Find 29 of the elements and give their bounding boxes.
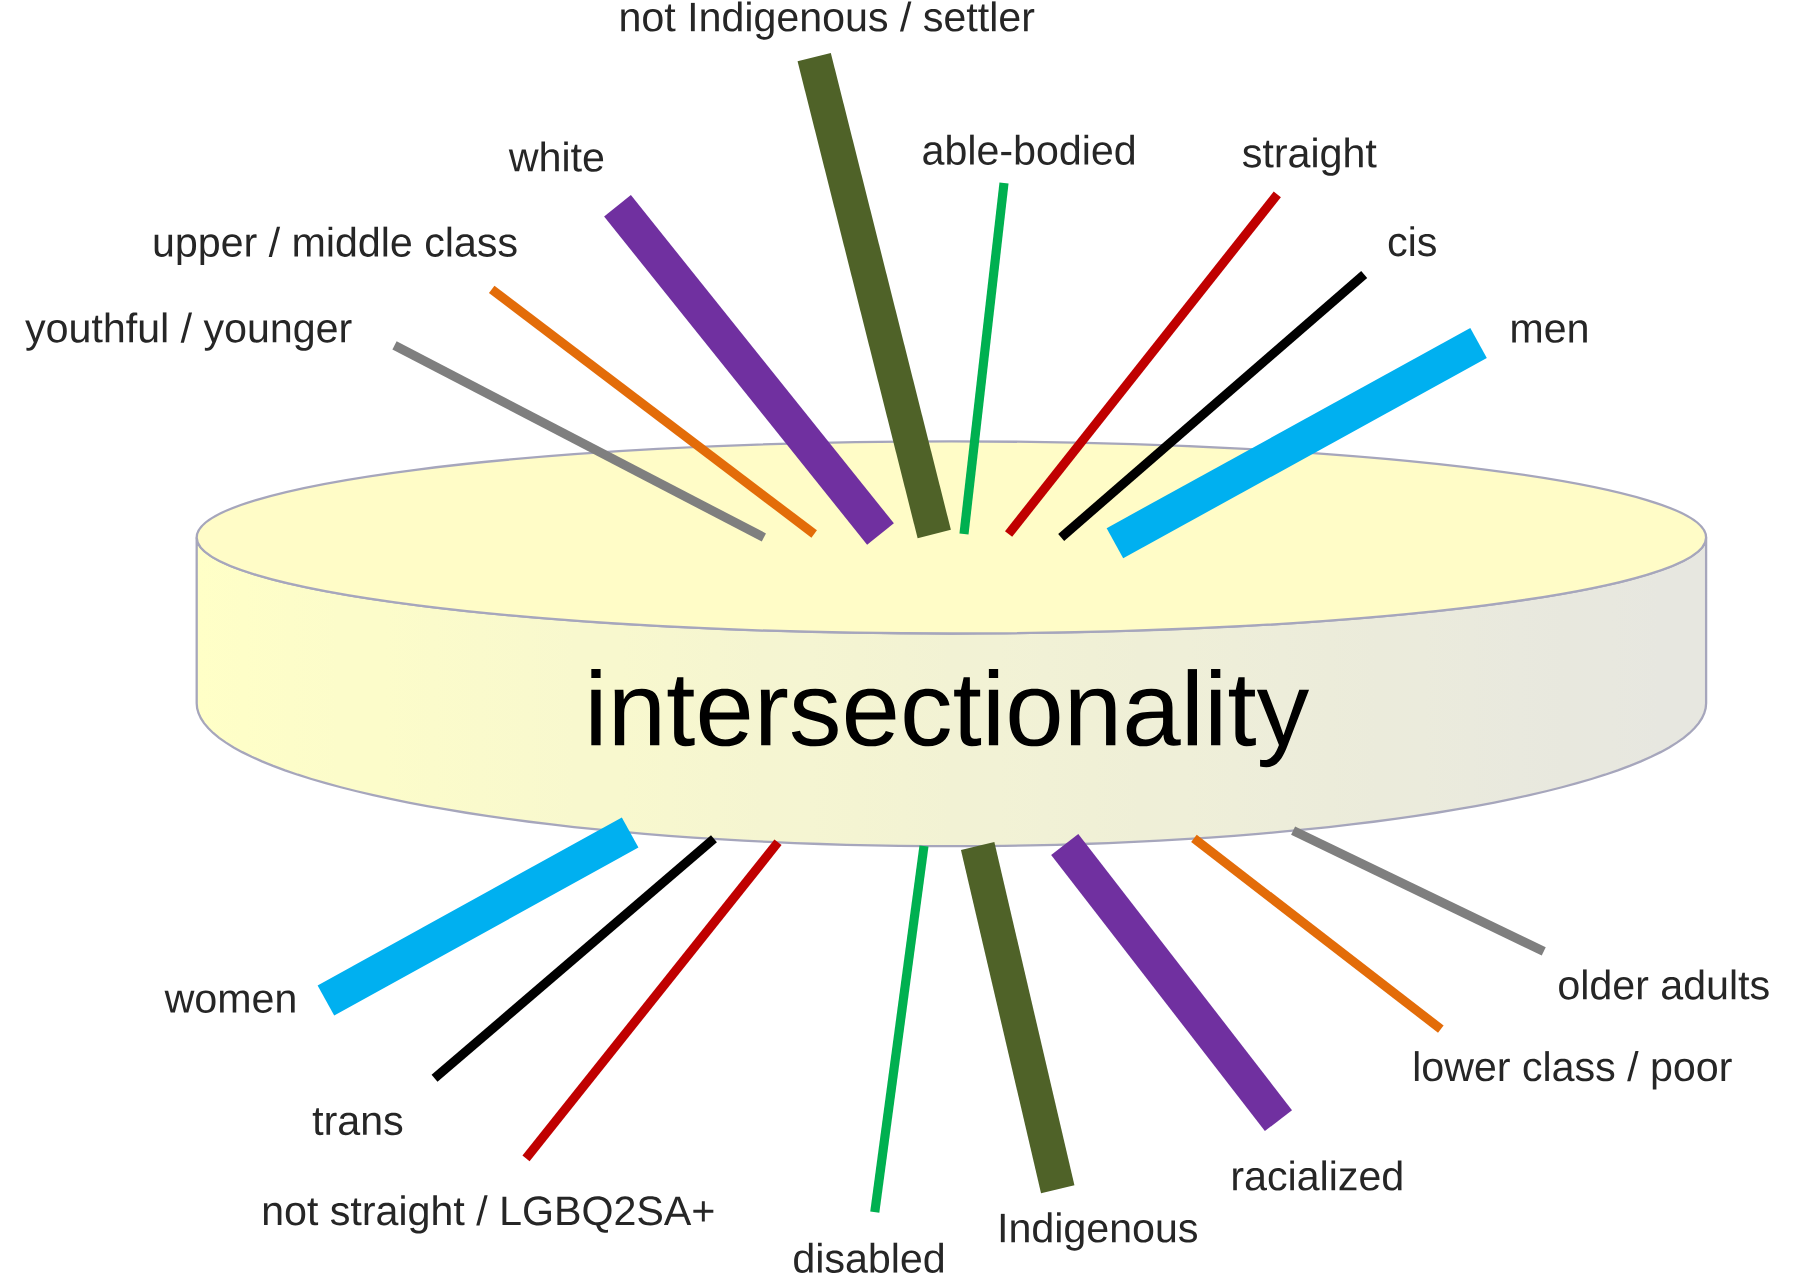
- rod-label: upper / middle class: [154, 226, 517, 265]
- rod-label: able-bodied: [923, 134, 1134, 165]
- rod: [870, 845, 929, 1213]
- rod-label: men: [1512, 320, 1587, 343]
- rod: [431, 835, 717, 1082]
- rod: [1191, 834, 1444, 1033]
- rod-label: lower class / poor: [1414, 1051, 1732, 1090]
- rod: [959, 182, 1009, 535]
- rod: [488, 285, 817, 538]
- rod-label: disabled: [794, 1242, 944, 1273]
- rod-label: trans: [312, 1108, 403, 1136]
- disc: intersectionality: [195, 440, 1708, 848]
- rod-label: white: [508, 141, 604, 172]
- rod-label: older adults: [1559, 969, 1769, 1000]
- rod-label: cis: [1388, 226, 1436, 257]
- rod-label: not Indigenous / settler: [621, 1, 1035, 40]
- rod-label: youthful / younger: [25, 312, 352, 351]
- rod: [1058, 271, 1368, 541]
- rod: [522, 839, 782, 1162]
- rod-label: racialized: [1233, 1160, 1402, 1191]
- rod-label: straight: [1242, 137, 1377, 176]
- rod: [1291, 826, 1546, 956]
- rod-label: Indigenous: [1000, 1212, 1197, 1251]
- rod: [1005, 191, 1281, 537]
- rod: [1106, 328, 1487, 559]
- rod-label: not straight / LGBQ2SA+: [263, 1195, 714, 1234]
- rod: [392, 341, 766, 542]
- rod-label: women: [164, 990, 295, 1013]
- rod: [797, 52, 951, 539]
